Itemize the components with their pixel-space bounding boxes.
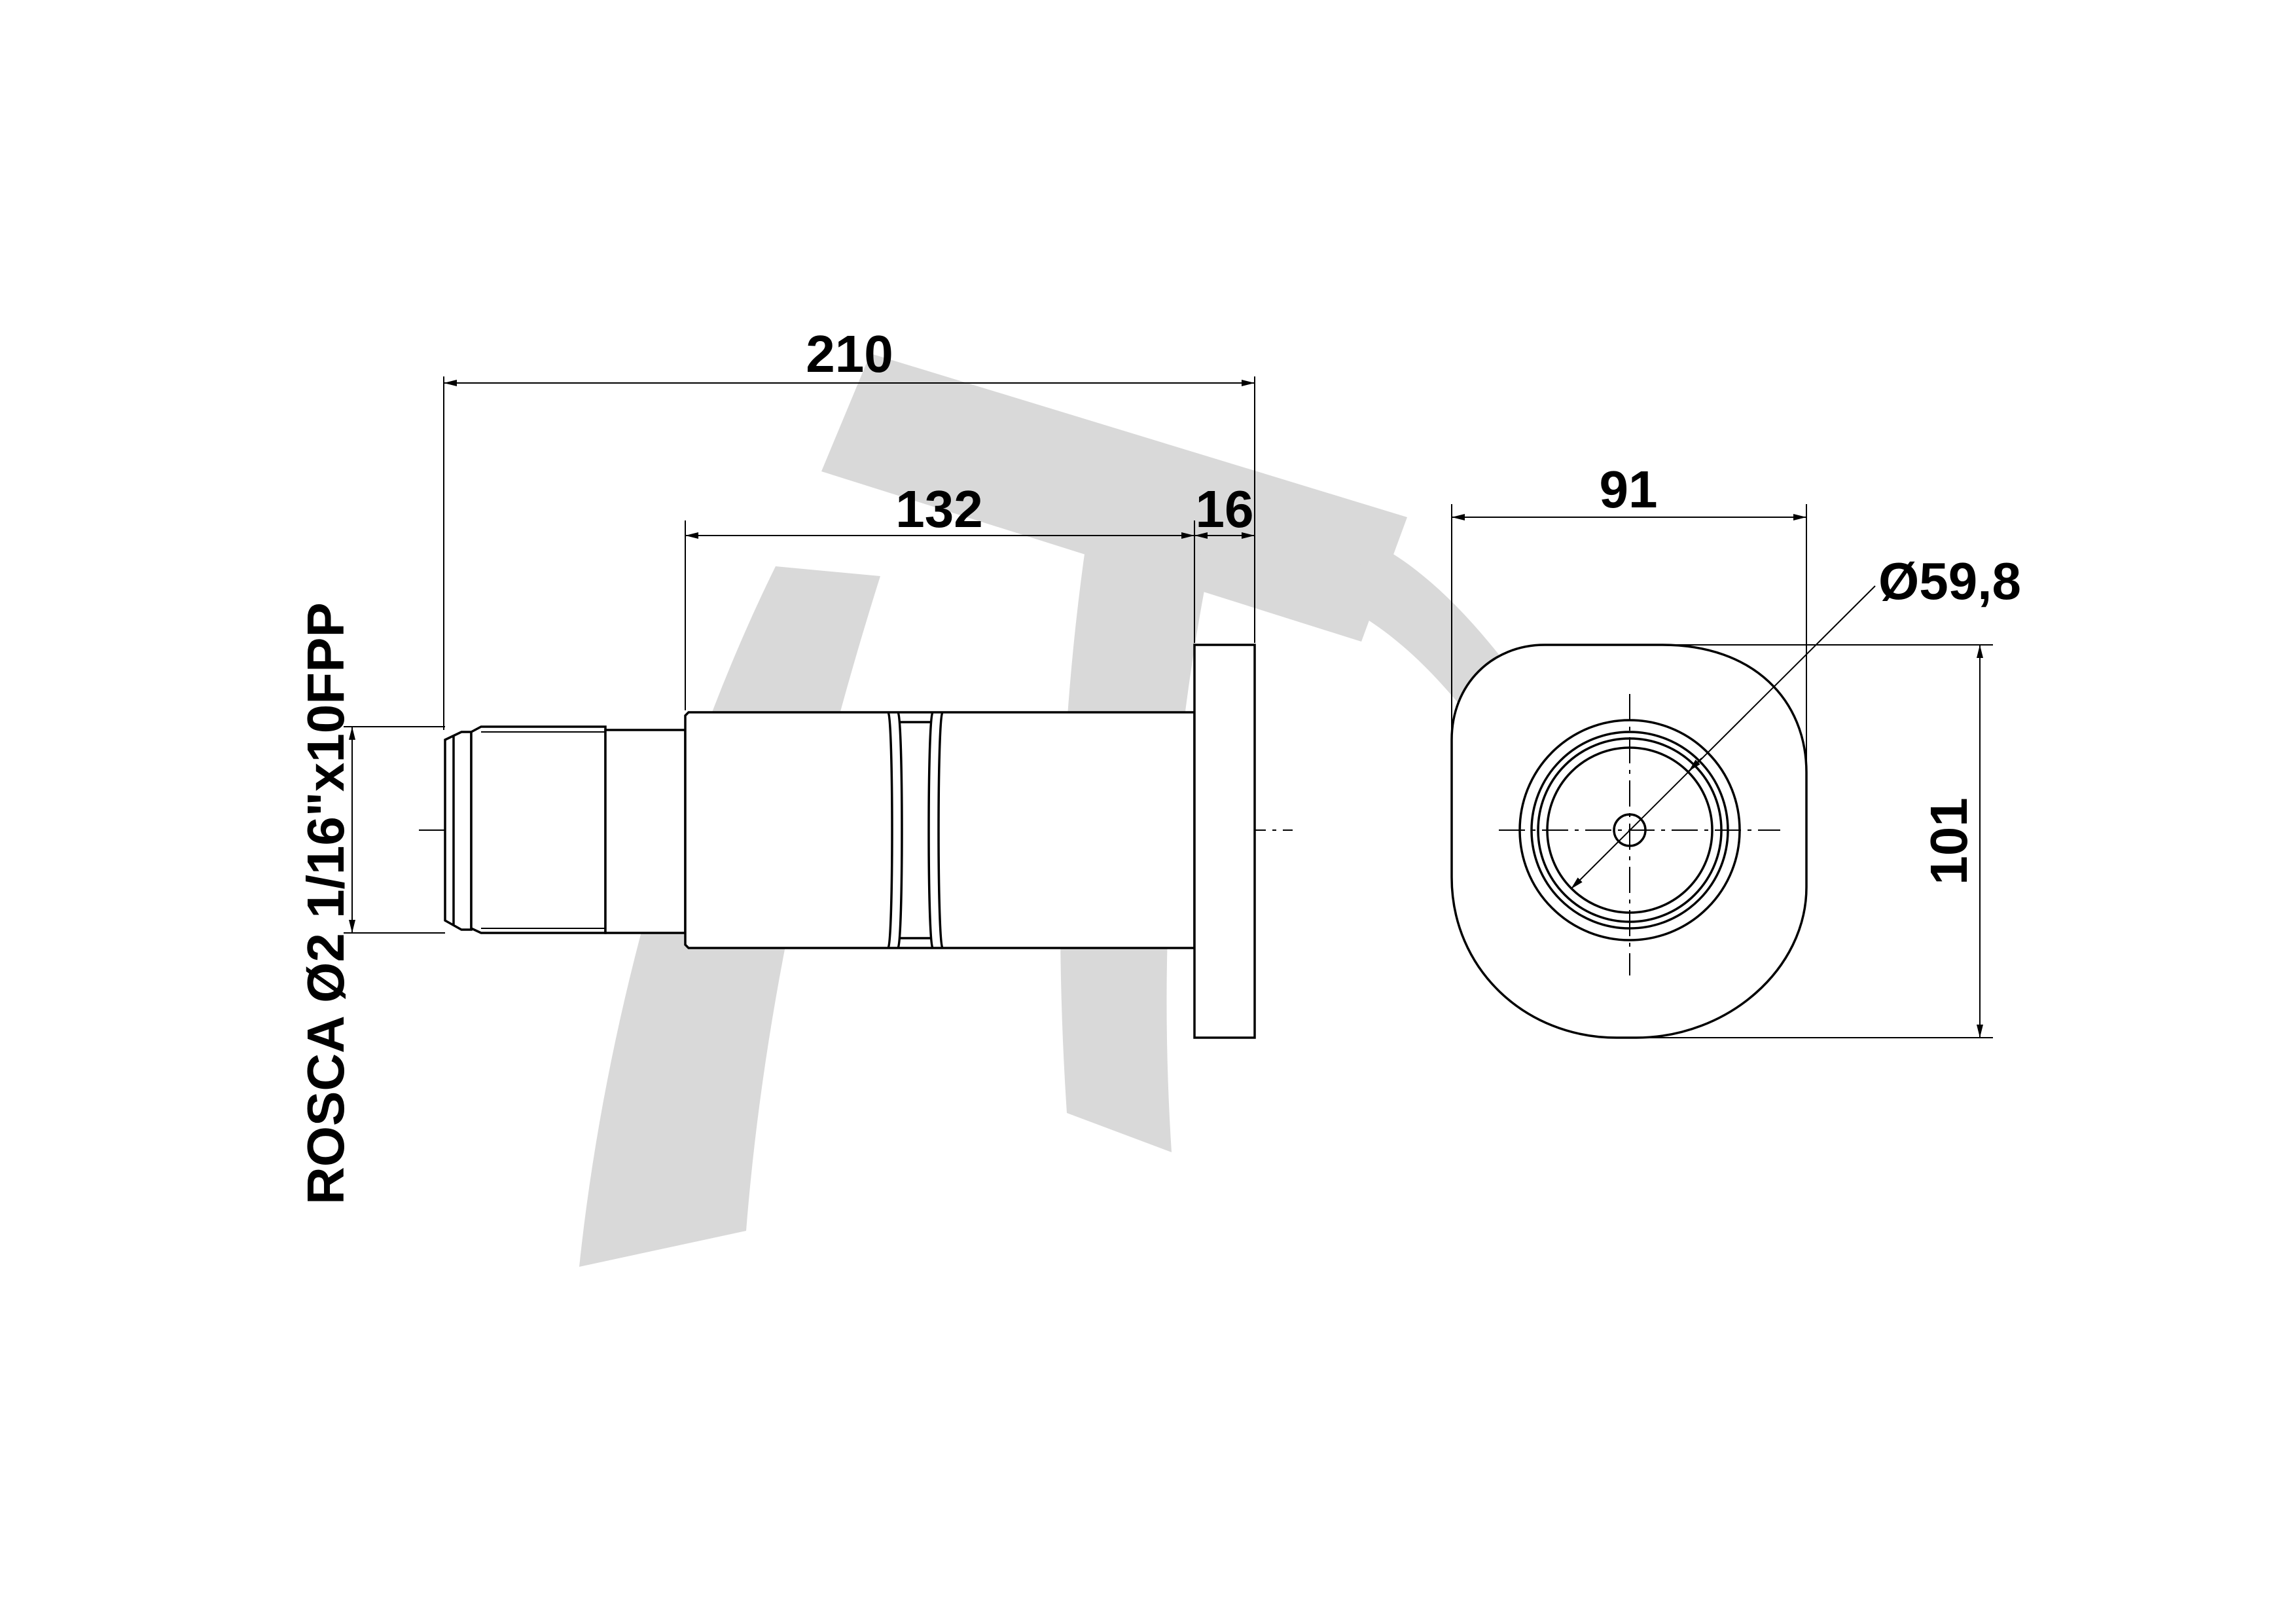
watermark-stroke-top bbox=[821, 354, 1407, 642]
center-hole bbox=[1613, 813, 1647, 847]
shaft-neck bbox=[604, 729, 687, 934]
diameter-leader bbox=[1570, 585, 1876, 890]
side-view: 210 132 16 ROSCA Ø2 1/16"x10FPP bbox=[296, 325, 1293, 1205]
flange bbox=[1193, 644, 1256, 1039]
front-view: Ø59,8 91 101 bbox=[1450, 460, 2021, 1039]
diameter-leader-tail bbox=[1688, 757, 1702, 772]
dim-text-210: 210 bbox=[806, 325, 893, 383]
shaft-nose bbox=[444, 731, 473, 931]
thread-section bbox=[470, 725, 607, 934]
dim-text-91: 91 bbox=[1600, 460, 1658, 519]
dim-text-diameter: Ø59,8 bbox=[1878, 552, 2021, 610]
hub-outer-circle bbox=[1518, 719, 1741, 941]
body-groove bbox=[887, 712, 893, 949]
body-groove-2 bbox=[897, 712, 903, 949]
dim-text-132: 132 bbox=[895, 480, 982, 538]
bore-circle bbox=[1546, 746, 1713, 914]
hub-seal-circle bbox=[1530, 731, 1729, 930]
thread-note: ROSCA Ø2 1/16"x10FPP bbox=[296, 602, 355, 1205]
hub-seal-circle-2 bbox=[1537, 737, 1723, 923]
body-groove-4 bbox=[937, 712, 944, 949]
dim-text-101: 101 bbox=[1920, 797, 1978, 884]
body-groove-3 bbox=[927, 712, 934, 949]
dim-text-16: 16 bbox=[1196, 480, 1254, 538]
